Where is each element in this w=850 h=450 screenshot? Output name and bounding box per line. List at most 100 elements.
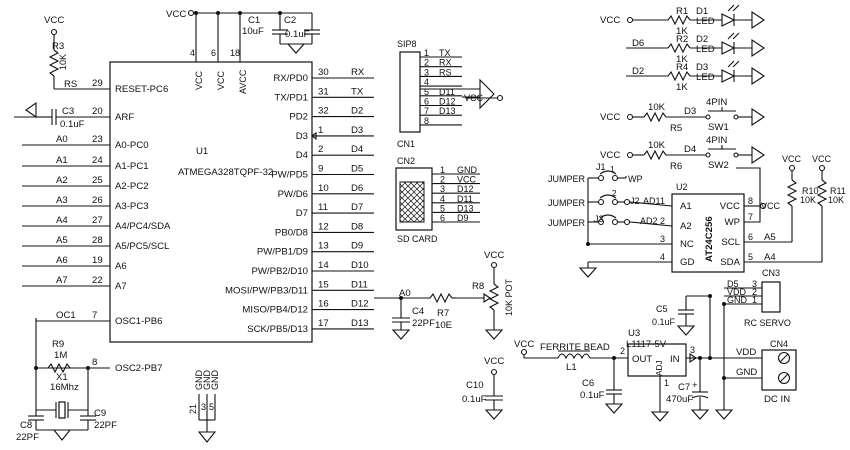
c3-value: 0.1uF bbox=[60, 119, 85, 130]
sip8-pin-net-5: D12 bbox=[439, 97, 456, 107]
r7-value: 10E bbox=[435, 320, 452, 331]
reg-out: OUT bbox=[632, 354, 652, 365]
mcu-right-pin-num-0: 30 bbox=[318, 67, 329, 78]
j1-ref: J1 bbox=[596, 162, 606, 172]
led-icon bbox=[721, 13, 736, 27]
sd-pin-num-3: 4 bbox=[440, 194, 445, 204]
eeprom-vcc: VCC bbox=[761, 201, 781, 211]
switch-res-value-1: 10K bbox=[648, 140, 666, 151]
pot-circuit: VCC R8 10K POT A0 C4 22PF R7 10E bbox=[374, 250, 514, 340]
c2-value: 0.1uF bbox=[285, 29, 310, 40]
r10-ref: R10 bbox=[802, 186, 819, 196]
eeprom-right-name-1: WP bbox=[725, 217, 740, 228]
crystal-circuit: R9 1M X1 16Mhz C8 22PF C9 22PF bbox=[16, 318, 117, 443]
reg-adj-num: 1 bbox=[664, 378, 669, 388]
c8-value: 22PF bbox=[16, 432, 39, 443]
mcu-u1: U1 ATMEGA328TQPF-32 4 6 18 VCC VCC AVCC … bbox=[22, 14, 374, 443]
eeprom-right-name-2: SCL bbox=[721, 237, 740, 248]
led-ref-2: D3 bbox=[696, 62, 708, 73]
r9-ref: R9 bbox=[52, 339, 64, 350]
mcu-right-pin-num-1: 31 bbox=[318, 86, 329, 97]
c10-cap: VCC C10 0.1uF bbox=[462, 356, 504, 420]
r8-ref: R8 bbox=[472, 281, 484, 292]
mcu-right-pin-num-6: 10 bbox=[318, 183, 329, 194]
mcu-right-pin-name-7: D7 bbox=[296, 208, 308, 219]
r10-value: 10K bbox=[800, 195, 816, 205]
mcu-right-net-2: D2 bbox=[351, 106, 363, 117]
mcu-right-pin-num-8: 12 bbox=[318, 221, 329, 232]
reg-adj: ADJ bbox=[654, 360, 664, 376]
c2-ref: C2 bbox=[284, 15, 296, 26]
eeprom-left-num-3: 4 bbox=[660, 252, 665, 262]
mcu-right-net-11: D11 bbox=[351, 279, 368, 290]
mcu-gnd-name-2: GND bbox=[210, 370, 220, 391]
mcu-power-num-0: 4 bbox=[190, 48, 195, 58]
mcu-gnd-name-1: GND bbox=[202, 370, 212, 391]
sd-pin-net-4: D13 bbox=[457, 203, 474, 213]
sip8-vcc: VCC bbox=[464, 93, 484, 103]
led-net-2: D2 bbox=[632, 66, 644, 77]
switch-net-0: D3 bbox=[684, 106, 696, 117]
mcu-right-net-4: D4 bbox=[351, 144, 364, 155]
led-ref-1: D2 bbox=[696, 34, 708, 45]
j2-ref: J2 bbox=[630, 196, 640, 206]
dcin-ref: CN4 bbox=[770, 339, 788, 349]
eeprom-left-num-1: 2 bbox=[660, 216, 665, 226]
servo-pin-num-0: 3 bbox=[752, 279, 757, 289]
mcu-left-pin-num-9: 22 bbox=[92, 275, 103, 286]
eeprom-right-name-0: VCC bbox=[720, 201, 740, 212]
mcu-left-pin-name-6: A4/PC4/SDA bbox=[115, 221, 171, 232]
sip8-pin-net-2: RS bbox=[439, 67, 452, 77]
mcu-left-pin-name-8: A6 bbox=[115, 261, 127, 272]
mcu-ref: U1 bbox=[196, 146, 208, 157]
reset-vcc: VCC bbox=[44, 15, 64, 26]
servo-pin-net-2: GND bbox=[727, 295, 748, 305]
mcu-left-pin-name-10: OSC1-PB6 bbox=[115, 316, 162, 327]
sip8-pin-net-1: RX bbox=[439, 58, 452, 68]
mcu-right-net-1: TX bbox=[351, 86, 364, 97]
mcu-right-pin-name-6: PW/D6 bbox=[278, 189, 308, 200]
led-net-1: D6 bbox=[632, 38, 644, 49]
mcu-right-pin-num-4: 2 bbox=[318, 144, 323, 155]
mcu-right-pin-num-9: 13 bbox=[318, 241, 329, 252]
eeprom-right-net-3: A4 bbox=[764, 252, 776, 263]
x1-value: 16Mhz bbox=[50, 382, 79, 393]
mcu-right-net-8: D8 bbox=[351, 221, 363, 232]
pot-net: A0 bbox=[399, 288, 411, 299]
switch-net-1: D4 bbox=[684, 144, 697, 155]
servo-label: RC SERVO bbox=[744, 318, 791, 328]
servo-pin-net-0: D5 bbox=[727, 279, 739, 289]
mcu-right-pin-num-2: 32 bbox=[318, 106, 329, 117]
mcu-gnd-num-1: 3 bbox=[201, 402, 206, 412]
mcu-left-net-7: A5 bbox=[56, 235, 68, 246]
reg-in: IN bbox=[670, 354, 680, 365]
sip8-pin-num-7: 8 bbox=[424, 116, 429, 126]
reg-ref: U3 bbox=[628, 328, 640, 339]
j2-pin2: 2 bbox=[612, 188, 617, 198]
sd-pin-num-2: 3 bbox=[440, 184, 445, 194]
vcc-label-top: VCC bbox=[166, 9, 186, 20]
mcu-left-pin-name-7: A5/PC5/SCL bbox=[115, 241, 170, 252]
mcu-left-pin-name-1: ARF bbox=[115, 112, 134, 123]
mcu-left-pin-name-4: A2-PC2 bbox=[115, 181, 149, 192]
r10-vcc: VCC bbox=[782, 154, 802, 164]
mcu-left-pin-name-0: RESET-PC6 bbox=[115, 84, 168, 95]
led-res-value-2: 1K bbox=[676, 82, 688, 93]
r7-ref: R7 bbox=[437, 308, 449, 319]
pot-vcc: VCC bbox=[484, 250, 504, 261]
sip8-pin-num-2: 3 bbox=[424, 67, 429, 77]
sip8-ref: SIP8 bbox=[397, 39, 417, 49]
mcu-left-pin-num-11: 8 bbox=[92, 357, 97, 368]
mcu-left-net-3: A1 bbox=[56, 155, 68, 166]
mcu-right-pin-name-8: PB0/D8 bbox=[275, 227, 308, 238]
mcu-left-net-4: A2 bbox=[56, 175, 68, 186]
mcu-left-pin-name-3: A1-PC1 bbox=[115, 161, 149, 172]
mcu-left-net-8: A6 bbox=[56, 255, 68, 266]
reset-net: RS bbox=[64, 79, 77, 90]
mcu-right-pin-num-5: 9 bbox=[318, 164, 323, 175]
sd-pin-net-1: VCC bbox=[457, 175, 477, 185]
mcu-ground-symbol bbox=[197, 431, 217, 443]
